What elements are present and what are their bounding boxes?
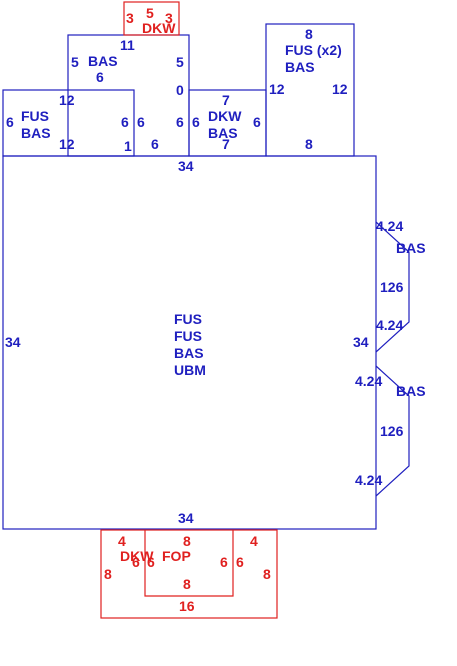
side-upper-dim-top: 4.24 <box>376 218 403 234</box>
top-left-label-1: FUS <box>21 108 49 124</box>
main-label-4: UBM <box>174 362 206 378</box>
main-panel: FUS FUS BAS UBM 34 34 34 34 <box>2 155 377 530</box>
side-upper-flap: BAS 4.24 126 4.24 <box>375 218 426 353</box>
top-right-outline <box>265 23 355 157</box>
side-lower-outline <box>375 365 410 497</box>
bottom-dim-inner-top: 8 <box>183 533 191 549</box>
top-left-dim-bottom: 12 <box>59 136 75 152</box>
bottom-dim-right-inner-b: 6 <box>236 554 244 570</box>
top-center-dim-left: 5 <box>71 54 79 70</box>
main-dim-top: 34 <box>178 158 194 174</box>
top-center-label: BAS <box>88 53 118 69</box>
bottom-dim-left-top: 4 <box>118 533 126 549</box>
bottom-dim-left-inner-a: 6 <box>132 554 140 570</box>
side-lower-flap: BAS 4.24 126 4.24 <box>355 365 426 497</box>
bottom-dim-inner-bottom: 8 <box>183 576 191 592</box>
bottom-piece: DKW FOP 4 8 6 6 6 6 4 8 8 8 16 <box>100 529 278 619</box>
top-center-dim-right: 5 <box>176 54 184 70</box>
main-label-1: FUS <box>174 311 202 327</box>
mid-small-dim-left: 6 <box>192 114 200 130</box>
mid-small-dim-top: 7 <box>222 92 230 108</box>
side-lower-dim-top: 4.24 <box>355 373 382 389</box>
side-upper-dim-mid: 126 <box>380 279 404 295</box>
side-lower-dim-bottom: 4.24 <box>355 472 382 488</box>
bottom-dim-left: 8 <box>104 566 112 582</box>
main-dim-bottom: 34 <box>178 510 194 526</box>
top-tiny-dim-right: 3 <box>165 10 173 26</box>
bottom-dim-right-top: 4 <box>250 533 258 549</box>
mid-small-dim-right: 6 <box>253 114 261 130</box>
top-right-label-1: FUS (x2) <box>285 42 342 58</box>
top-right-label-2: BAS <box>285 59 315 75</box>
main-dim-left: 34 <box>5 334 21 350</box>
top-left-dim-corner: 1 <box>124 138 132 154</box>
top-right-dim-bottom: 8 <box>305 136 313 152</box>
side-lower-dim-mid: 126 <box>380 423 404 439</box>
mid-small-label-1: DKW <box>208 108 242 124</box>
main-label-2: FUS <box>174 328 202 344</box>
top-left-dim-left: 6 <box>6 114 14 130</box>
top-center-dim-zero: 0 <box>176 82 184 98</box>
top-center-dim-top: 11 <box>120 37 135 53</box>
top-right-dim-top: 8 <box>305 26 313 42</box>
side-upper-dim-bottom: 4.24 <box>376 317 403 333</box>
top-center-dim-right-low: 6 <box>176 114 184 130</box>
top-tiny-label: DKW <box>142 20 176 36</box>
top-tiny-dim-top: 5 <box>146 5 154 21</box>
top-tiny-dim-left: 3 <box>126 10 134 26</box>
main-label-3: BAS <box>174 345 204 361</box>
top-center-dim-left-low: 6 <box>137 114 145 130</box>
main-dim-right: 34 <box>353 334 369 350</box>
bottom-inner-outline <box>144 530 234 597</box>
bottom-dim-left-inner-b: 6 <box>147 554 155 570</box>
top-right-panel: FUS (x2) BAS 8 12 12 8 <box>265 23 355 157</box>
mid-small-panel: DKW BAS 7 6 6 7 <box>188 89 267 157</box>
top-right-dim-left: 12 <box>269 81 285 97</box>
mid-small-label-2: BAS <box>208 125 238 141</box>
bottom-dim-right: 8 <box>263 566 271 582</box>
bottom-dim-bottom: 16 <box>179 598 195 614</box>
bottom-label-1: DKW <box>120 548 154 564</box>
side-lower-label: BAS <box>396 383 426 399</box>
side-upper-outline <box>375 221 410 353</box>
top-center-dim-bottom: 6 <box>151 136 159 152</box>
top-left-dim-right: 6 <box>121 114 129 130</box>
top-tiny-outline <box>123 1 180 36</box>
bottom-outer-outline <box>100 529 278 619</box>
bottom-dim-right-inner-a: 6 <box>220 554 228 570</box>
top-left-label-2: BAS <box>21 125 51 141</box>
top-tiny-piece: 3 5 3 DKW <box>123 1 180 36</box>
top-center-dim-inner: 6 <box>96 69 104 85</box>
top-left-dim-top: 12 <box>59 92 75 108</box>
bottom-label-2: FOP <box>162 548 191 564</box>
side-upper-label: BAS <box>396 240 426 256</box>
top-right-dim-right: 12 <box>332 81 348 97</box>
mid-small-dim-bottom: 7 <box>222 136 230 152</box>
